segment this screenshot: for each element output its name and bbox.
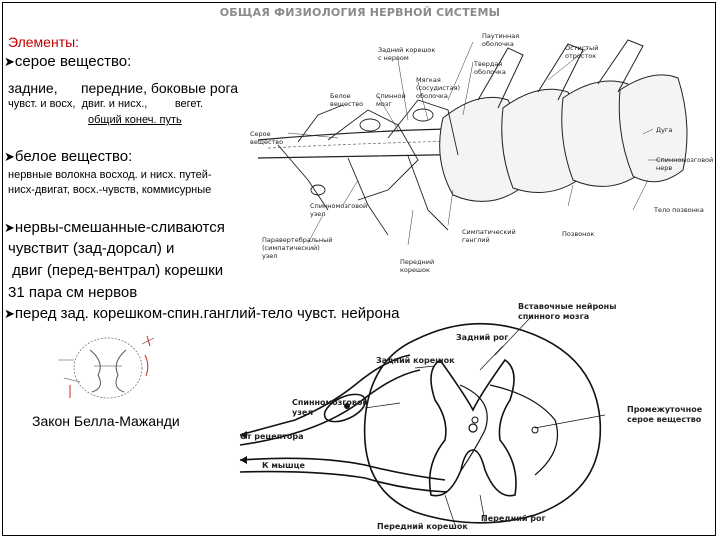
white-matter-text: белое вещество: [15,148,132,165]
bell-magendie-law: Закон Белла-Мажанди [32,413,180,429]
nerves-line-1: нервы-смешанные-сливаются [15,219,225,236]
label-myagkaya: Мягкая (сосудистая) оболочка [416,76,460,100]
label-spinnomozg-uzel-2: Спинномозговой узел [292,398,368,418]
label-tverdaya: Твердая оболочка [474,60,506,76]
label-peredniy-rog: Передний рог [481,515,546,523]
label-peredniy-koreshok: Передний корешок [400,258,434,274]
label-k-myshce: К мышце [262,462,305,470]
nerves-line-4: 31 пара см нервов [8,284,137,301]
label-telo-pozvonka: Тело позвонка [654,206,704,214]
label-promezhutochnoe: Промежуточное серое вещество [627,405,702,425]
nerves-line-3: двиг (перед-вентрал) корешки [8,262,223,279]
arrow-bullet-icon: ➤ [4,54,15,69]
label-pozvonok: Позвонок [562,230,594,238]
label-spinnomozg-nerv: Спинномозговой нерв [656,156,713,172]
arrow-bullet-icon: ➤ [4,149,15,164]
white-line-1: нервные волокна восход. и нисх. путей- [8,169,212,181]
gray-matter-item: ➤серое вещество: [4,53,131,70]
nerves-item: ➤нервы-смешанные-сливаются [4,219,225,236]
elements-heading: Элементы: [8,34,79,50]
slide-title: ОБЩАЯ ФИЗИОЛОГИЯ НЕРВНОЙ СИСТЕМЫ [0,6,720,19]
label-zadniy-koreshok-2: Задний корешок [376,357,455,365]
label-pautinnaya: Паутинная оболочка [482,32,519,48]
label-beloe: Белое вещество [330,92,363,108]
common-path-text: общий конеч. путь [88,114,182,126]
label-ostistyi: Остистый отросток [565,44,598,60]
horns-function-text: чувст. и восх, двиг. и нисх., вегет. [8,98,203,110]
label-duga: Дуга [656,126,672,134]
arrow-bullet-icon: ➤ [4,220,15,235]
label-simpaticheskiy: Симпатический ганглий [462,228,516,244]
label-zadniy-rog: Задний рог [456,334,508,342]
nerves-line-2: чувствит (зад-дорсал) и [8,240,174,257]
white-line-2: нисх-двигат, восх.-чувств, коммисурные [8,184,211,196]
horns-text: задние, передние, боковые рога [8,80,238,96]
label-zadniy-koreshok: Задний корешок с нервом [378,46,435,62]
label-paravertebral: Паравертебральный (симпатический) узел [262,236,332,260]
label-spinnoy-mozg: Спинной мозг [376,92,406,108]
gray-matter-text: серое вещество: [15,53,131,70]
label-vstavochnye: Вставочные нейроны спинного мозга [518,302,616,322]
label-ot-receptora: От рецептора [240,433,304,441]
sketch-diagram [50,330,170,405]
white-matter-item: ➤белое вещество: [4,148,132,165]
label-seroe: Серое вещество [250,130,283,146]
label-spinnomozg-uzel: Спинномозговой узел [310,202,367,218]
label-peredniy-koreshok-2: Передний корешок [377,523,468,531]
arrow-bullet-icon: ➤ [4,306,15,321]
